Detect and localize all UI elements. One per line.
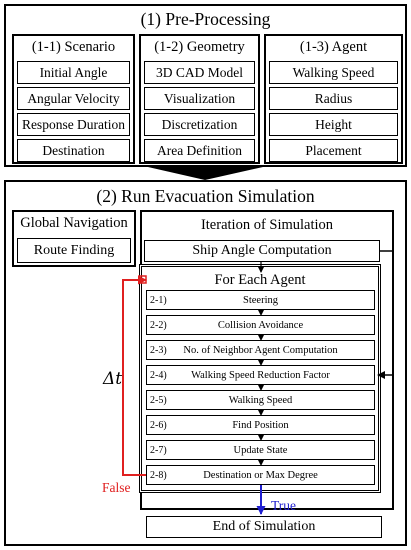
delta-t-label: Δt <box>103 369 123 389</box>
geometry-item: 3D CAD Model <box>144 61 255 84</box>
step-number: 2-2) <box>150 319 167 331</box>
geometry-item: Discretization <box>144 113 255 136</box>
scenario-item: Response Duration <box>17 113 130 136</box>
step-label: No. of Neighbor Agent Computation <box>183 344 338 356</box>
route-finding-box: Route Finding <box>17 238 131 263</box>
step-number: 2-1) <box>150 294 167 306</box>
step-number: 2-5) <box>150 394 167 406</box>
step-label: Find Position <box>232 419 289 431</box>
iteration-title: Iteration of Simulation <box>200 216 334 233</box>
step-box: 2-1) Steering <box>146 290 375 310</box>
agent-item: Placement <box>269 139 398 162</box>
geometry-title: (1-2) Geometry <box>154 38 245 55</box>
step-box: 2-8) Destination or Max Degree <box>146 465 375 485</box>
agent-item: Walking Speed <box>269 61 398 84</box>
geometry-item: Visualization <box>144 87 255 110</box>
step-box: 2-7) Update State <box>146 440 375 460</box>
step-box: 2-3) No. of Neighbor Agent Computation <box>146 340 375 360</box>
scenario-title: (1-1) Scenario <box>31 38 116 55</box>
step-box: 2-2) Collision Avoidance <box>146 315 375 335</box>
step-number: 2-6) <box>150 419 167 431</box>
end-of-simulation-box: End of Simulation <box>146 516 382 538</box>
step-label: Update State <box>233 444 288 456</box>
step-number: 2-8) <box>150 469 167 481</box>
agent-item: Radius <box>269 87 398 110</box>
step-label: Destination or Max Degree <box>203 469 318 481</box>
agent-item: Height <box>269 113 398 136</box>
scenario-item: Destination <box>17 139 130 162</box>
scenario-item: Initial Angle <box>17 61 130 84</box>
scenario-item: Angular Velocity <box>17 87 130 110</box>
geometry-item: Area Definition <box>144 139 255 162</box>
step-label: Walking Speed <box>228 394 293 406</box>
step-box: 2-6) Find Position <box>146 415 375 435</box>
agent-title: (1-3) Agent <box>299 38 368 55</box>
step-box: 2-4) Walking Speed Reduction Factor <box>146 365 375 385</box>
step-label: Collision Avoidance <box>217 319 304 331</box>
global-navigation-title: Global Navigation <box>20 214 128 231</box>
step-label: Walking Speed Reduction Factor <box>191 369 330 381</box>
simulation-title: (2) Run Evacuation Simulation <box>96 185 315 206</box>
false-label: False <box>102 480 131 495</box>
section-arrow <box>148 167 263 180</box>
step-number: 2-4) <box>150 369 167 381</box>
step-label: Steering <box>243 294 278 306</box>
step-number: 2-3) <box>150 344 167 356</box>
step-box: 2-5) Walking Speed <box>146 390 375 410</box>
step-number: 2-7) <box>150 444 167 456</box>
for-each-agent-title: For Each Agent <box>214 271 306 288</box>
true-label: True <box>271 498 297 513</box>
preprocessing-title: (1) Pre-Processing <box>140 8 271 29</box>
ship-angle-box: Ship Angle Computation <box>144 240 380 262</box>
